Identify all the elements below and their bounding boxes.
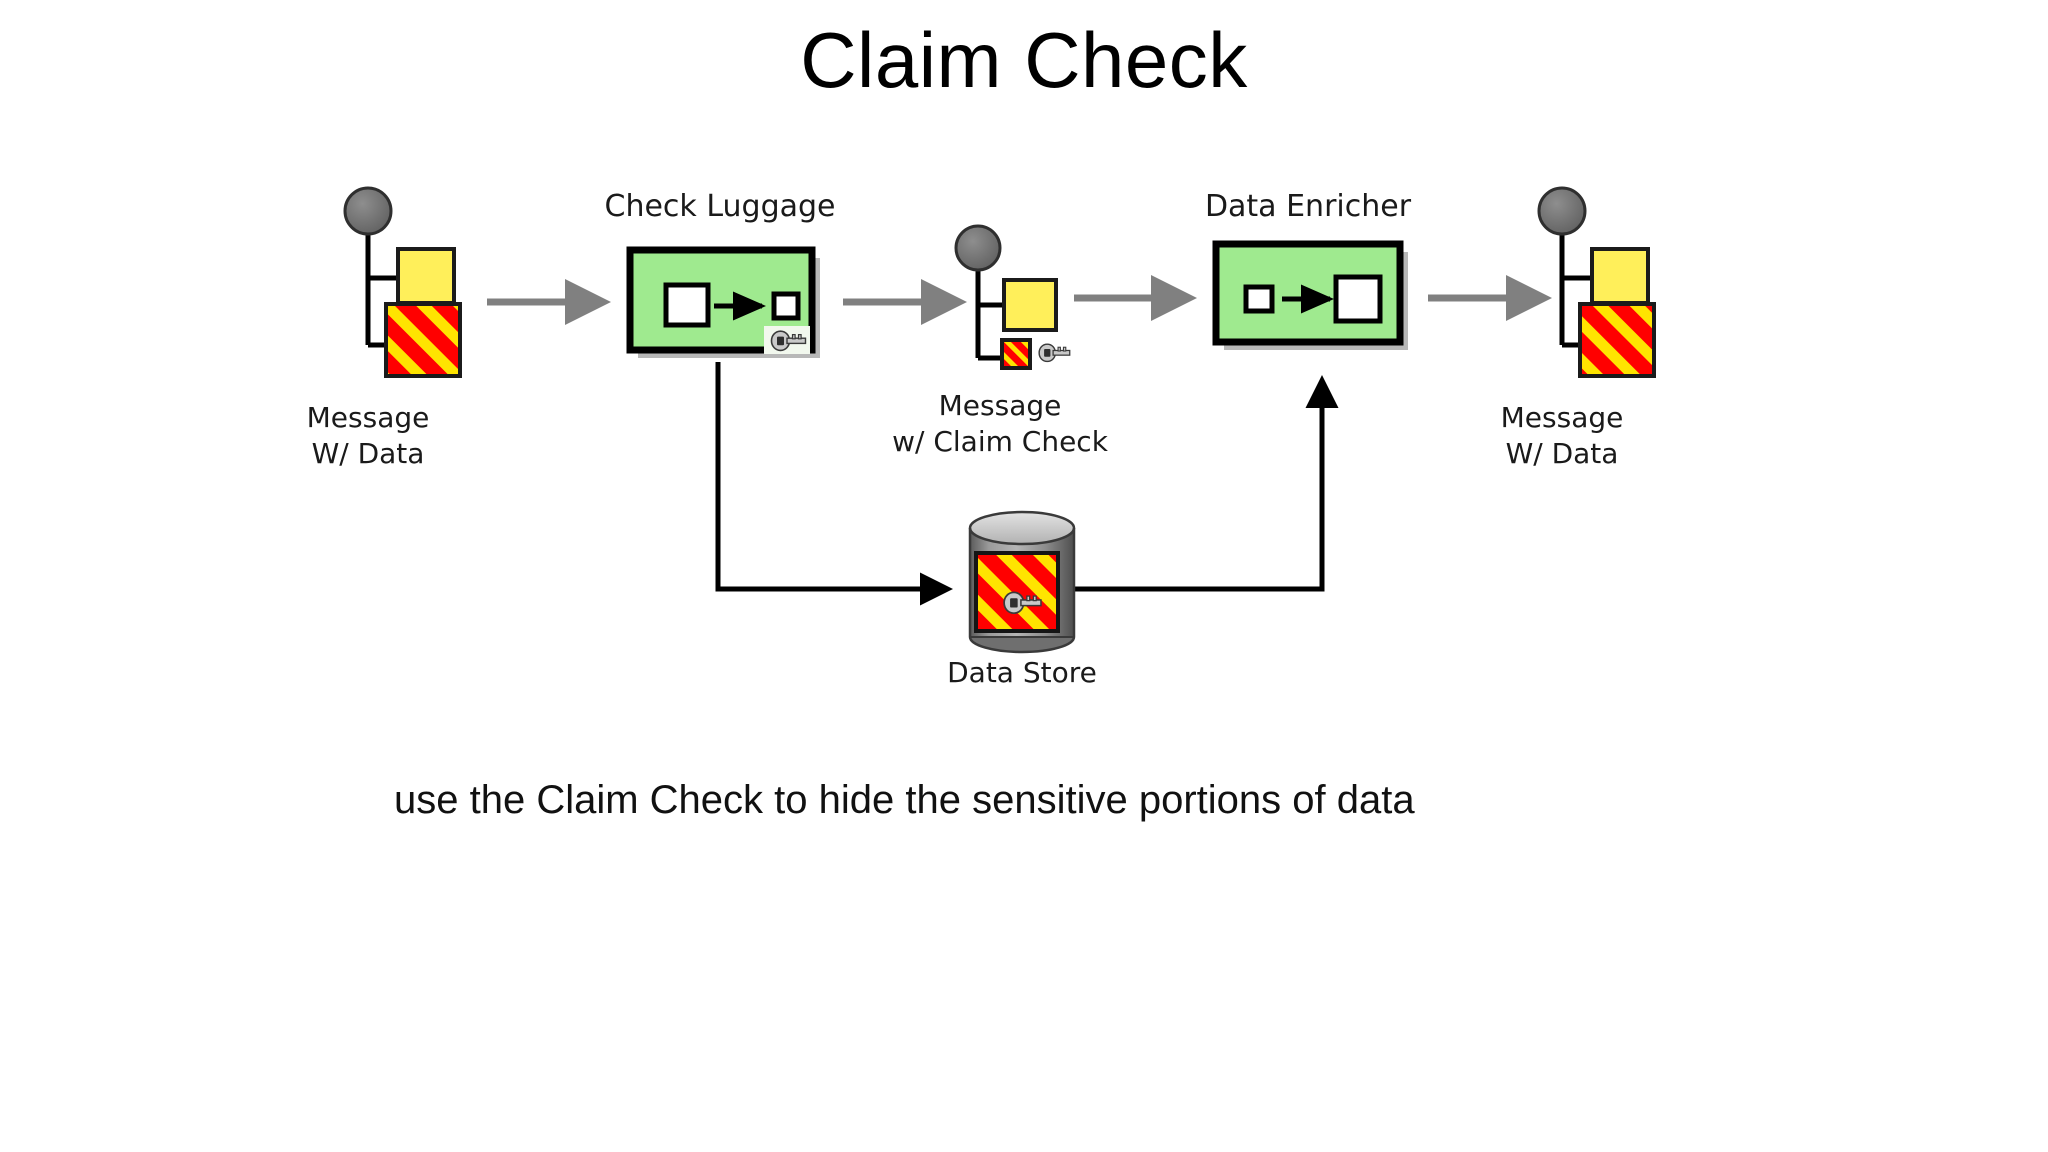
data-store-cylinder[interactable] xyxy=(968,510,1076,654)
slide-caption: use the Claim Check to hide the sensitiv… xyxy=(394,778,1415,822)
check-luggage-input-square xyxy=(663,282,711,328)
cylinder-top xyxy=(968,510,1076,546)
label-data-enricher: Data Enricher xyxy=(1204,189,1412,224)
message-icon-out xyxy=(1537,186,1656,378)
label-message-in: Message W/ Data xyxy=(306,401,430,470)
claim-check-square xyxy=(1000,338,1032,370)
message-icon-in xyxy=(343,186,462,378)
check-luggage-box[interactable] xyxy=(626,246,820,358)
connector-check-luggage-to-store xyxy=(715,362,954,606)
message-data-square xyxy=(1578,302,1656,378)
label-data-store: Data Store xyxy=(947,656,1097,689)
label-message-out: Message W/ Data xyxy=(1500,401,1624,470)
label-message-claim-check: Message w/ Claim Check xyxy=(892,389,1108,458)
data-enricher-input-square xyxy=(1243,284,1275,314)
message-header-square xyxy=(1002,278,1058,332)
message-header-square xyxy=(396,247,456,305)
message-data-square xyxy=(384,302,462,378)
message-header-square xyxy=(1590,247,1650,305)
message-head-circle xyxy=(343,186,393,236)
connector-store-to-data-enricher xyxy=(1048,374,1339,592)
key-icon xyxy=(1038,343,1071,363)
check-luggage-output-square xyxy=(771,291,801,321)
message-head-circle xyxy=(954,224,1002,272)
message-icon-claim-check xyxy=(954,224,1071,370)
page-title: Claim Check xyxy=(800,16,1248,104)
data-enricher-box[interactable] xyxy=(1212,240,1408,350)
message-head-circle xyxy=(1537,186,1587,236)
label-check-luggage: Check Luggage xyxy=(604,189,836,224)
data-enricher-output-square xyxy=(1333,274,1383,324)
